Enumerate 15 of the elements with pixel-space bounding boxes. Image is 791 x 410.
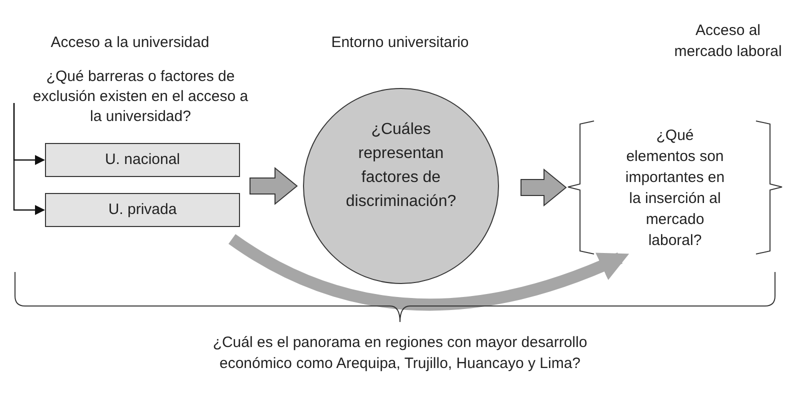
heading-text: ¿Cuál es el panorama en regiones con mayor desarrollo económico como Arequipa, Trujillo, Huancayo y Lima? bbox=[212, 333, 588, 374]
heading-text: Acceso al mercado laboral bbox=[673, 21, 783, 62]
arrow bbox=[13, 103, 45, 215]
process-box bbox=[45, 193, 240, 227]
block-arrow bbox=[250, 166, 298, 206]
node-text: U. privada bbox=[108, 200, 177, 220]
block-arrow bbox=[520, 168, 567, 207]
node-text: U. nacional bbox=[104, 150, 180, 170]
process-box bbox=[45, 143, 240, 177]
heading-text: Entorno universitario bbox=[330, 33, 470, 53]
curved-arrow bbox=[228, 234, 630, 310]
node-text: ¿Cuáles representan factores de discriminación? bbox=[344, 120, 458, 212]
heading-text: Acceso a la universidad bbox=[50, 33, 210, 53]
node-text: ¿Qué barreras o factores de exclusión existen en el acceso a la universidad? bbox=[32, 67, 250, 127]
node-text: ¿Qué elementos son importantes en la inserción al mercado laboral? bbox=[624, 126, 726, 250]
